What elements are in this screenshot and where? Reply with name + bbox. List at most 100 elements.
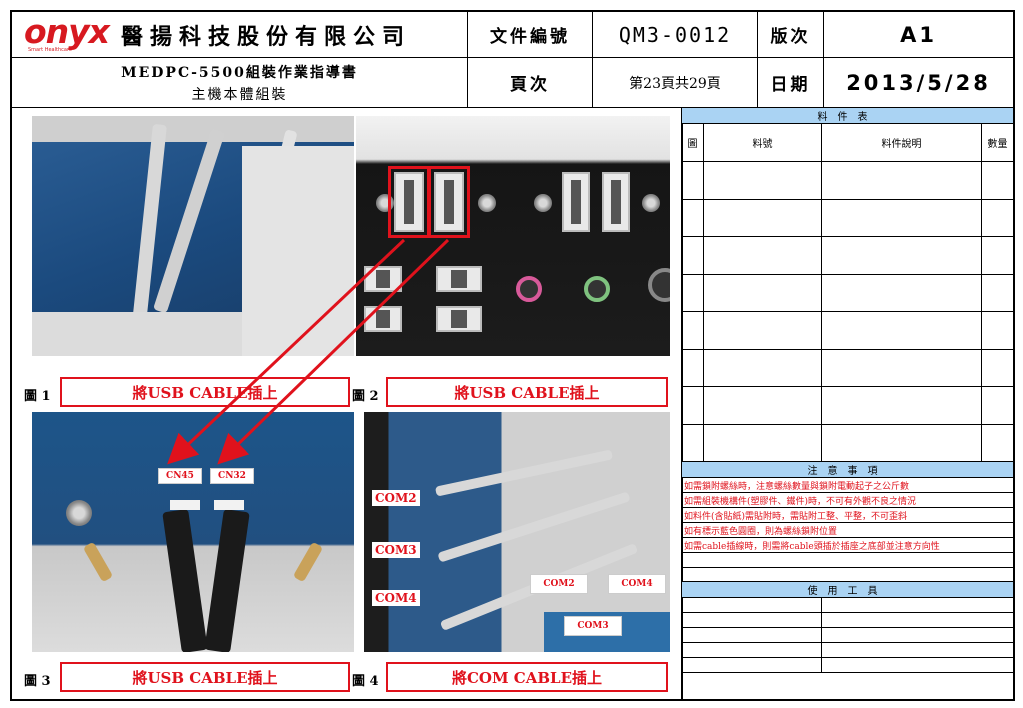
document-header: onyx Smart Healthcare 醫揚科技股份有限公司 文件編號 QM…	[12, 12, 1013, 108]
tools-table-cell	[822, 658, 1013, 672]
parts-table-cell	[682, 312, 704, 349]
parts-table-cell	[704, 349, 822, 386]
side-panel: 料件表 圖 料號 料件說明 數量 注意事項 如需鎖附螺絲時，注意螺絲數量與鎖附電…	[682, 108, 1013, 673]
tools-table-cell	[822, 598, 1013, 612]
page-label-cell: 頁次	[468, 58, 593, 108]
tag-board-com3: COM3	[564, 616, 622, 636]
figure-4-caption: 將COM CABLE插上	[386, 662, 668, 692]
figure-4-label: 圖 4	[352, 674, 379, 689]
tools-table-cell	[682, 628, 822, 642]
work-instruction-sheet: onyx Smart Healthcare 醫揚科技股份有限公司 文件編號 QM…	[10, 10, 1015, 701]
company-name: 醫揚科技股份有限公司	[120, 23, 411, 50]
tools-table-row	[682, 613, 1013, 628]
date-label-cell: 日期	[758, 58, 824, 108]
version-value: A1	[900, 22, 937, 47]
tools-title: 使用工具	[682, 582, 1013, 598]
parts-table-cell	[682, 274, 704, 311]
parts-table-row	[682, 162, 1013, 200]
parts-table-row	[682, 199, 1013, 237]
photo-2-io-panel	[356, 116, 670, 356]
logo-wordmark: onyx	[24, 11, 110, 51]
note-item: 如需組裝機構件(塑膠件、鐵件)時，不可有外觀不良之情況	[682, 493, 1013, 508]
figure-2-caption: 將USB CABLE插上	[386, 377, 668, 407]
arrow-to-cn45	[167, 238, 406, 465]
date-label: 日期	[770, 75, 811, 95]
company-cell: onyx Smart Healthcare 醫揚科技股份有限公司	[12, 12, 468, 58]
parts-table-cell	[822, 387, 982, 424]
parts-table-body	[682, 162, 1013, 462]
tools-table-body	[682, 598, 1013, 673]
figure-2-caption-text: 將USB CABLE插上	[454, 383, 600, 402]
tools-table-cell	[682, 613, 822, 627]
parts-table-cell	[822, 312, 982, 349]
document-title: MEDPC-5500組裝作業指導書	[121, 64, 358, 81]
version-label-cell: 版次	[758, 12, 824, 58]
figure-4-caption-text: 將COM CABLE插上	[451, 668, 603, 687]
note-item: 如有標示藍色圓圈，則為螺絲鎖附位置	[682, 523, 1013, 538]
doc-no-cell: QM3-0012	[593, 12, 758, 58]
figure-1-caption: 將USB CABLE插上	[60, 377, 350, 407]
parts-table-cell	[682, 387, 704, 424]
doc-no-label: 文件編號	[490, 27, 570, 47]
parts-table-row	[682, 237, 1013, 275]
parts-table-cell	[982, 162, 1013, 199]
parts-table-cell	[982, 275, 1013, 312]
page-value-cell: 第23頁共29頁	[593, 58, 758, 108]
parts-table-cell	[682, 424, 704, 461]
date-cell: 2013/5/28	[824, 58, 1013, 108]
parts-table-cell	[822, 274, 982, 311]
parts-table-cell	[704, 199, 822, 236]
tools-table-cell	[682, 598, 822, 612]
page-value: 第23頁共29頁	[629, 75, 721, 92]
parts-table-cell	[982, 387, 1013, 424]
parts-table-cell	[822, 199, 982, 236]
parts-table-row	[682, 387, 1013, 425]
parts-table-cell	[704, 312, 822, 349]
tools-table-row	[682, 643, 1013, 658]
highlight-usb-port-right	[428, 166, 470, 238]
tools-table-cell	[682, 643, 822, 657]
col-quantity: 數量	[987, 139, 1008, 150]
parts-table-cell	[822, 349, 982, 386]
parts-table-cell	[704, 387, 822, 424]
tools-table-cell	[822, 643, 1013, 657]
tools-table-cell	[822, 613, 1013, 627]
figure-2-label: 圖 2	[352, 389, 379, 404]
notes-blank-row	[682, 553, 1013, 568]
pointer-arrows	[167, 238, 450, 465]
parts-table-row	[682, 274, 1013, 312]
parts-table-cell	[682, 349, 704, 386]
parts-table-cell	[704, 424, 822, 461]
doc-no-label-cell: 文件編號	[468, 12, 593, 58]
arrow-to-cn32	[217, 238, 450, 465]
photo-4-com-ports: COM2 COM3 COM4 COM2 COM4 COM3	[364, 412, 670, 652]
col-figure: 圖	[682, 124, 704, 161]
parts-table-header: 圖 料號 料件說明 數量	[682, 124, 1013, 162]
tag-cn45: CN45	[158, 468, 202, 484]
parts-table-cell	[704, 274, 822, 311]
logo-tagline: Smart Healthcare	[28, 46, 72, 53]
figure-1-caption-text: 將USB CABLE插上	[132, 383, 278, 402]
tag-com4: COM4	[372, 590, 420, 606]
parts-table-row	[682, 312, 1013, 350]
notes-list: 如需鎖附螺絲時，注意螺絲數量與鎖附電動起子之公斤數如需組裝機構件(塑膠件、鐵件)…	[682, 478, 1013, 553]
tools-table-cell	[682, 658, 822, 672]
parts-table-cell	[982, 350, 1013, 387]
note-item: 如需鎖附螺絲時，注意螺絲數量與鎖附電動起子之公斤數	[682, 478, 1013, 493]
document-subtitle: 主機本體組裝	[191, 86, 288, 103]
section-divider	[681, 108, 683, 699]
tag-com2: COM2	[372, 490, 420, 506]
parts-table-cell	[822, 237, 982, 274]
parts-table-cell	[982, 425, 1013, 462]
notes-title: 注意事項	[682, 462, 1013, 478]
page-label: 頁次	[510, 75, 550, 95]
version-cell: A1	[824, 12, 1013, 58]
tools-table-row	[682, 628, 1013, 643]
note-item: 如料件(含貼紙)需貼附時，需貼附工整、平整，不可歪斜	[682, 508, 1013, 523]
tools-table-row	[682, 658, 1013, 673]
figure-1-label: 圖 1	[24, 389, 51, 404]
notes-blank-row	[682, 568, 1013, 582]
doc-no-value: QM3-0012	[618, 22, 732, 47]
tag-board-com2: COM2	[530, 574, 588, 594]
parts-table-cell	[982, 237, 1013, 274]
